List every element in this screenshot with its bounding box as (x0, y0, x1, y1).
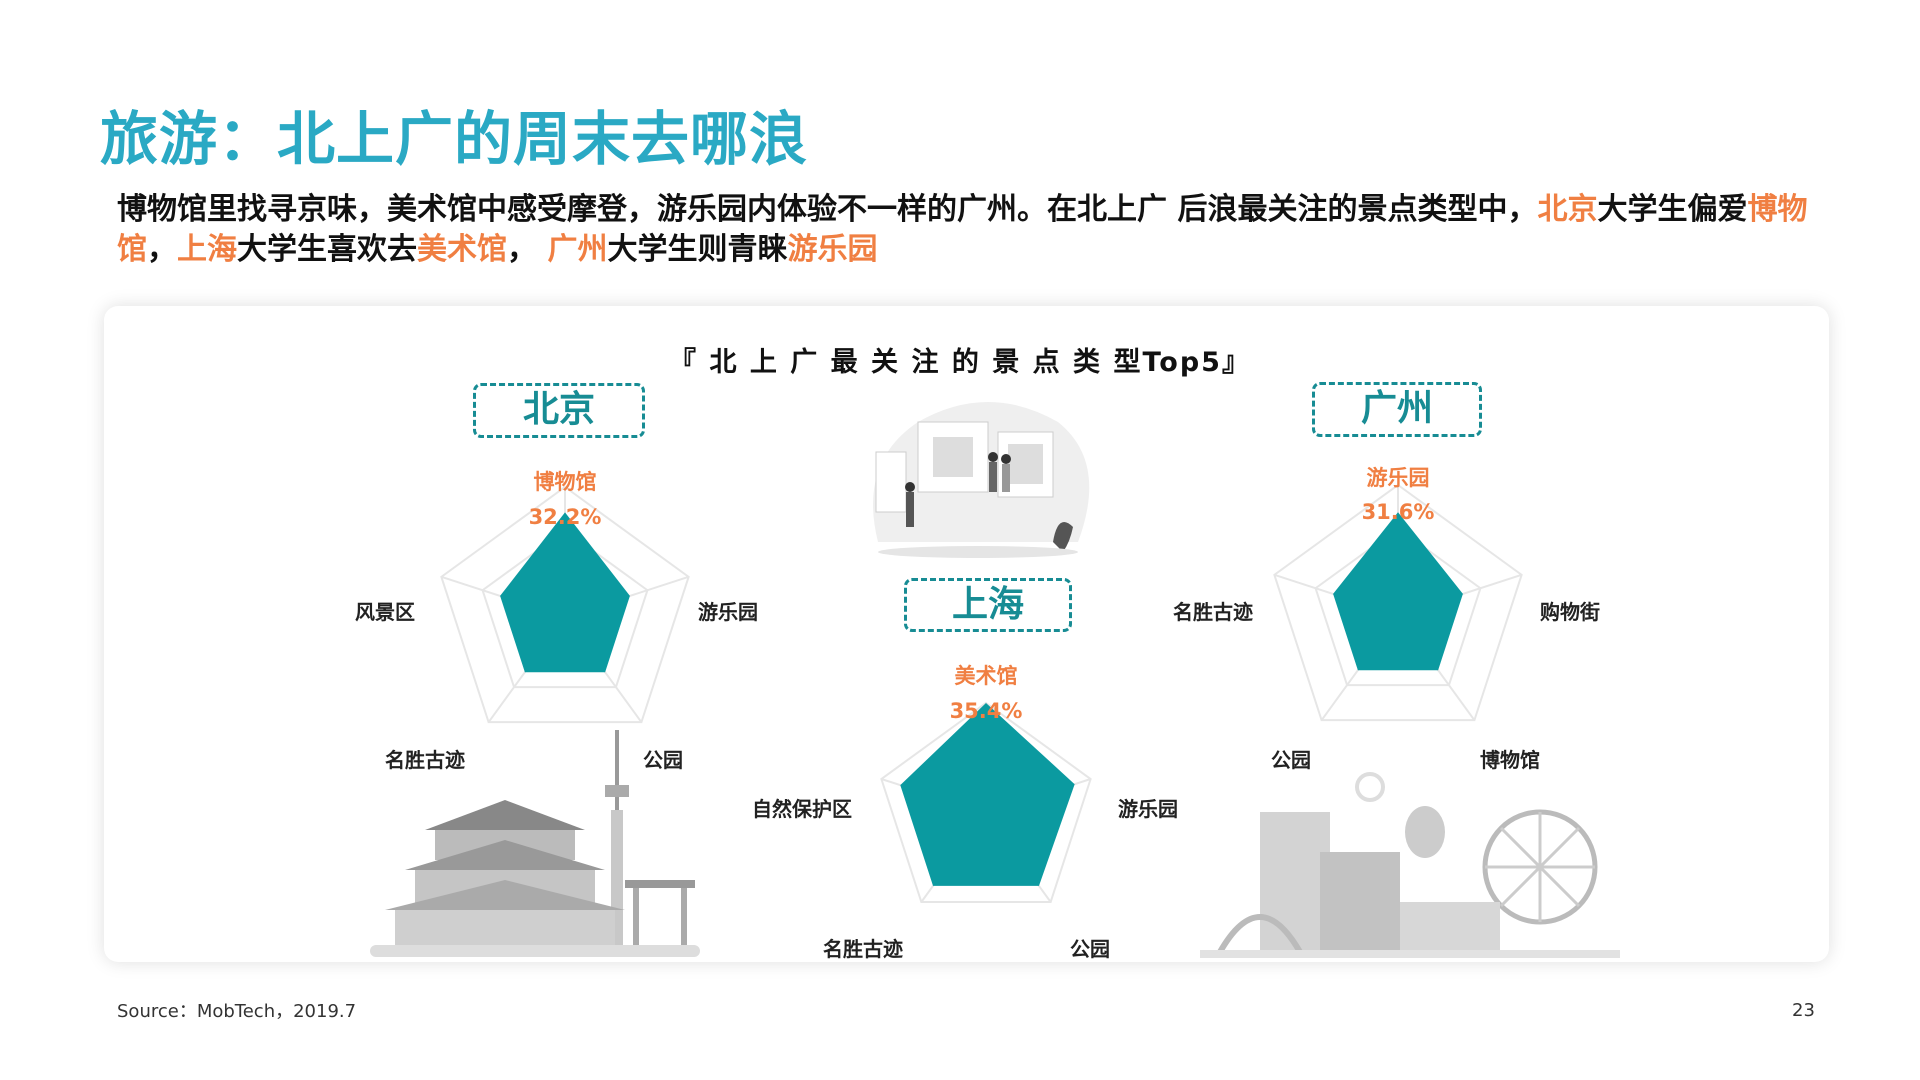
beijing-skyline-illustration (370, 730, 700, 957)
radar-data-area (1333, 512, 1463, 671)
top-value-label: 31.6% (1361, 500, 1435, 524)
gallery-illustration (873, 402, 1090, 558)
radar-chart-0 (440, 485, 690, 724)
radar-grid-ring (1314, 527, 1482, 687)
top-category-label: 游乐园 (1366, 466, 1430, 490)
subtitle-highlight: 北京 (1537, 192, 1598, 227)
radar-grid-ring (880, 701, 1092, 903)
subtitle-highlight: 上海 (177, 232, 237, 267)
axis-label: 自然保护区 (752, 797, 852, 821)
subtitle-segment: 大学生喜欢去 (237, 232, 417, 267)
axis-label: 名胜古迹 (385, 748, 465, 772)
top-value-label: 32.2% (528, 505, 602, 529)
subtitle-highlight: 博物馆 (117, 192, 1808, 267)
axis-label: 公园 (643, 748, 683, 772)
radar-grid-ring (1273, 483, 1523, 722)
top-value-label: 35.4% (949, 699, 1023, 723)
guangzhou-skyline-illustration (1200, 772, 1620, 958)
source-note: Source：MobTech，2019.7 (117, 1001, 357, 1022)
axis-label: 购物街 (1540, 600, 1600, 624)
page-title: 旅游：北上广的周末去哪浪 (100, 105, 809, 173)
radar-chart-2 (1273, 483, 1523, 722)
subtitle-segment: 大学生偏爱 (1597, 192, 1748, 227)
city-label-box: 北京 (473, 383, 645, 438)
top-category-label: 博物馆 (533, 470, 597, 494)
subtitle-text: 博物馆里找寻京味，美术馆中感受摩登，游乐园内体验不一样的广州。在北上广 后浪最关… (117, 190, 1817, 270)
subtitle-segment: 博物馆里找寻京味，美术馆中感受摩登，游乐园内体验不一样的广州。在北上广 后浪最关… (117, 192, 1538, 227)
radar-chart-1 (880, 701, 1092, 903)
top-category-label: 美术馆 (954, 664, 1018, 688)
subtitle-segment: ， (147, 232, 177, 267)
radar-data-area (500, 512, 630, 673)
axis-label: 公园 (1070, 937, 1110, 961)
subtitle-highlight: 广州 (547, 232, 608, 267)
radar-grid-ring (481, 529, 649, 689)
city-label-box: 上海 (904, 578, 1072, 632)
axis-label: 公园 (1271, 748, 1311, 772)
axis-label: 游乐园 (698, 600, 758, 624)
axis-label: 风景区 (355, 600, 415, 624)
axis-label: 博物馆 (1480, 748, 1540, 772)
axis-label: 名胜古迹 (1173, 600, 1253, 624)
axis-label: 游乐园 (1118, 797, 1178, 821)
chart-title: 『 北 上 广 最 关 注 的 景 点 类 型Top5』 (669, 347, 1251, 378)
page-number: 23 (1792, 1000, 1815, 1021)
axis-label: 名胜古迹 (823, 937, 903, 961)
subtitle-highlight: 游乐园 (787, 232, 878, 267)
subtitle-highlight: 美术馆 (417, 232, 507, 267)
radar-grid-ring (440, 485, 690, 724)
subtitle-segment: ， (507, 232, 548, 267)
city-label-box: 广州 (1312, 382, 1482, 437)
radar-data-area (900, 703, 1075, 886)
subtitle-segment: 大学生则青睐 (607, 232, 788, 267)
